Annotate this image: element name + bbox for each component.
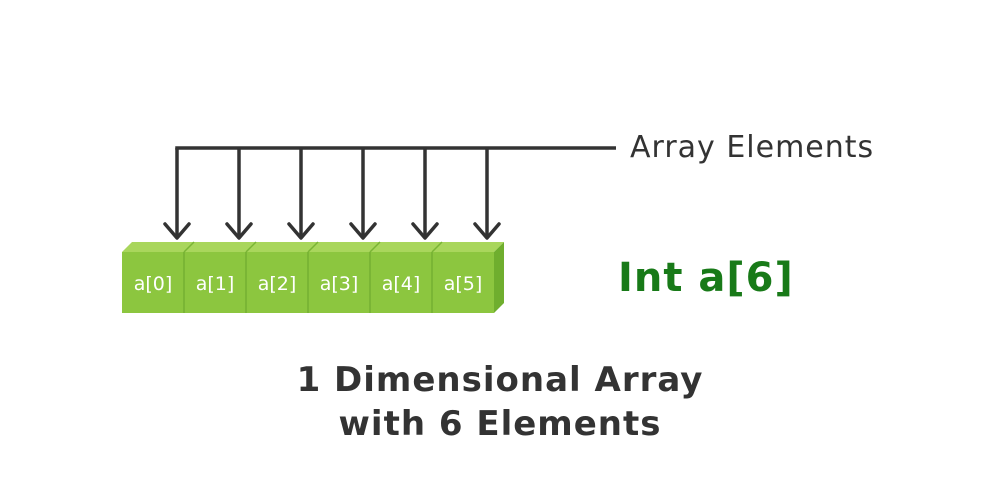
cell-top-divider: [245, 241, 257, 253]
array-block: a[0] a[1] a[2] a[3] a[4] a[5]: [122, 241, 504, 313]
cell-top-divider: [183, 241, 195, 253]
arrow-head: [225, 222, 253, 240]
down-arrow: [411, 148, 439, 240]
array-cell-label: a[0]: [134, 273, 173, 295]
cell-top-divider: [307, 241, 319, 253]
down-arrow: [349, 148, 377, 240]
declaration-label: Int a[6]: [618, 255, 794, 301]
array-cell-label: a[3]: [320, 273, 359, 295]
array-cell: [432, 252, 494, 313]
down-arrow: [163, 148, 191, 240]
array-cell-label: a[4]: [382, 273, 421, 295]
cell-top-divider: [431, 241, 443, 253]
array-cell: [246, 252, 308, 313]
arrow-head: [349, 222, 377, 240]
arrow-head: [473, 222, 501, 240]
down-arrow: [225, 148, 253, 240]
array-cell-label: a[2]: [258, 273, 297, 295]
caption-line-1: 1 Dimensional Array: [296, 360, 704, 400]
arrow-head: [287, 222, 315, 240]
down-arrow: [473, 148, 501, 240]
array-cell-label: a[5]: [444, 273, 483, 295]
arrow-head: [163, 222, 191, 240]
down-arrow: [287, 148, 315, 240]
array-elements-label: Array Elements: [630, 130, 874, 165]
array-side-face: [494, 242, 504, 313]
cell-top-divider: [369, 241, 381, 253]
array-cell-label: a[1]: [196, 273, 235, 295]
pointer-arrows: [163, 146, 616, 240]
array-cell: [122, 252, 184, 313]
caption-line-2: with 6 Elements: [338, 404, 662, 444]
array-cell: [184, 252, 246, 313]
array-cell: [308, 252, 370, 313]
arrow-head: [411, 222, 439, 240]
array-cell: [370, 252, 432, 313]
